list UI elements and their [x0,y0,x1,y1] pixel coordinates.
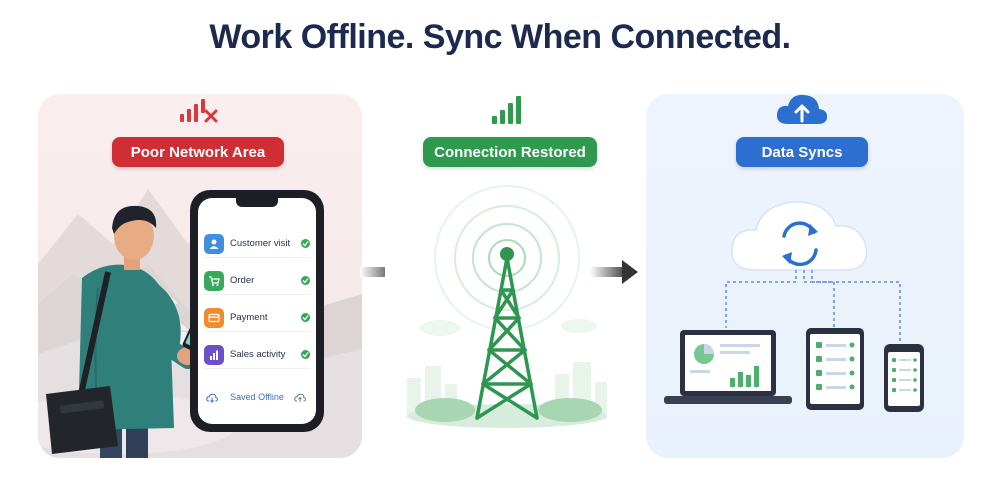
connection-restored-label: Connection Restored [423,137,597,167]
cell-tower-illustration [407,185,607,428]
data-syncs-label: Data Syncs [736,137,868,167]
phone-mockup: Customer visit Order Payment [190,190,324,432]
task-sales-activity[interactable]: Sales activity [204,341,310,369]
phone-screen: Customer visit Order Payment [198,198,316,424]
check-icon [301,239,310,248]
user-icon [204,233,224,254]
poor-network-panel: Poor Network Area Cus [38,94,362,458]
page-title: Work Offline. Sync When Connected. [209,18,791,56]
task-customer-visit[interactable]: Customer visit [204,230,310,258]
task-payment[interactable]: Payment [204,304,310,332]
signal-strong-icon [492,96,521,124]
bar-chart-icon [204,344,224,365]
arrow-right-icon [590,260,638,284]
task-label: Payment [230,312,268,323]
task-order[interactable]: Order [204,267,310,295]
task-label: Order [230,275,255,286]
cloud-download-icon [206,393,218,403]
check-icon [301,313,310,322]
task-label: Sales activity [230,349,286,360]
data-syncs-panel: Data Syncs [646,94,964,458]
poor-network-label: Poor Network Area [112,137,284,167]
check-icon [301,276,310,285]
cart-icon [204,270,224,291]
card-icon [204,307,224,328]
sync-network-illustration [664,201,924,412]
signal-weak-x-icon [180,99,218,123]
task-label: Customer visit [230,238,291,249]
person-illustration [46,205,204,458]
saved-offline-label: Saved Offline [230,392,284,402]
cloud-upload-icon [776,94,828,124]
phone-notch [236,198,278,207]
cloud-upload-small-icon [294,393,306,402]
check-icon [301,350,310,359]
